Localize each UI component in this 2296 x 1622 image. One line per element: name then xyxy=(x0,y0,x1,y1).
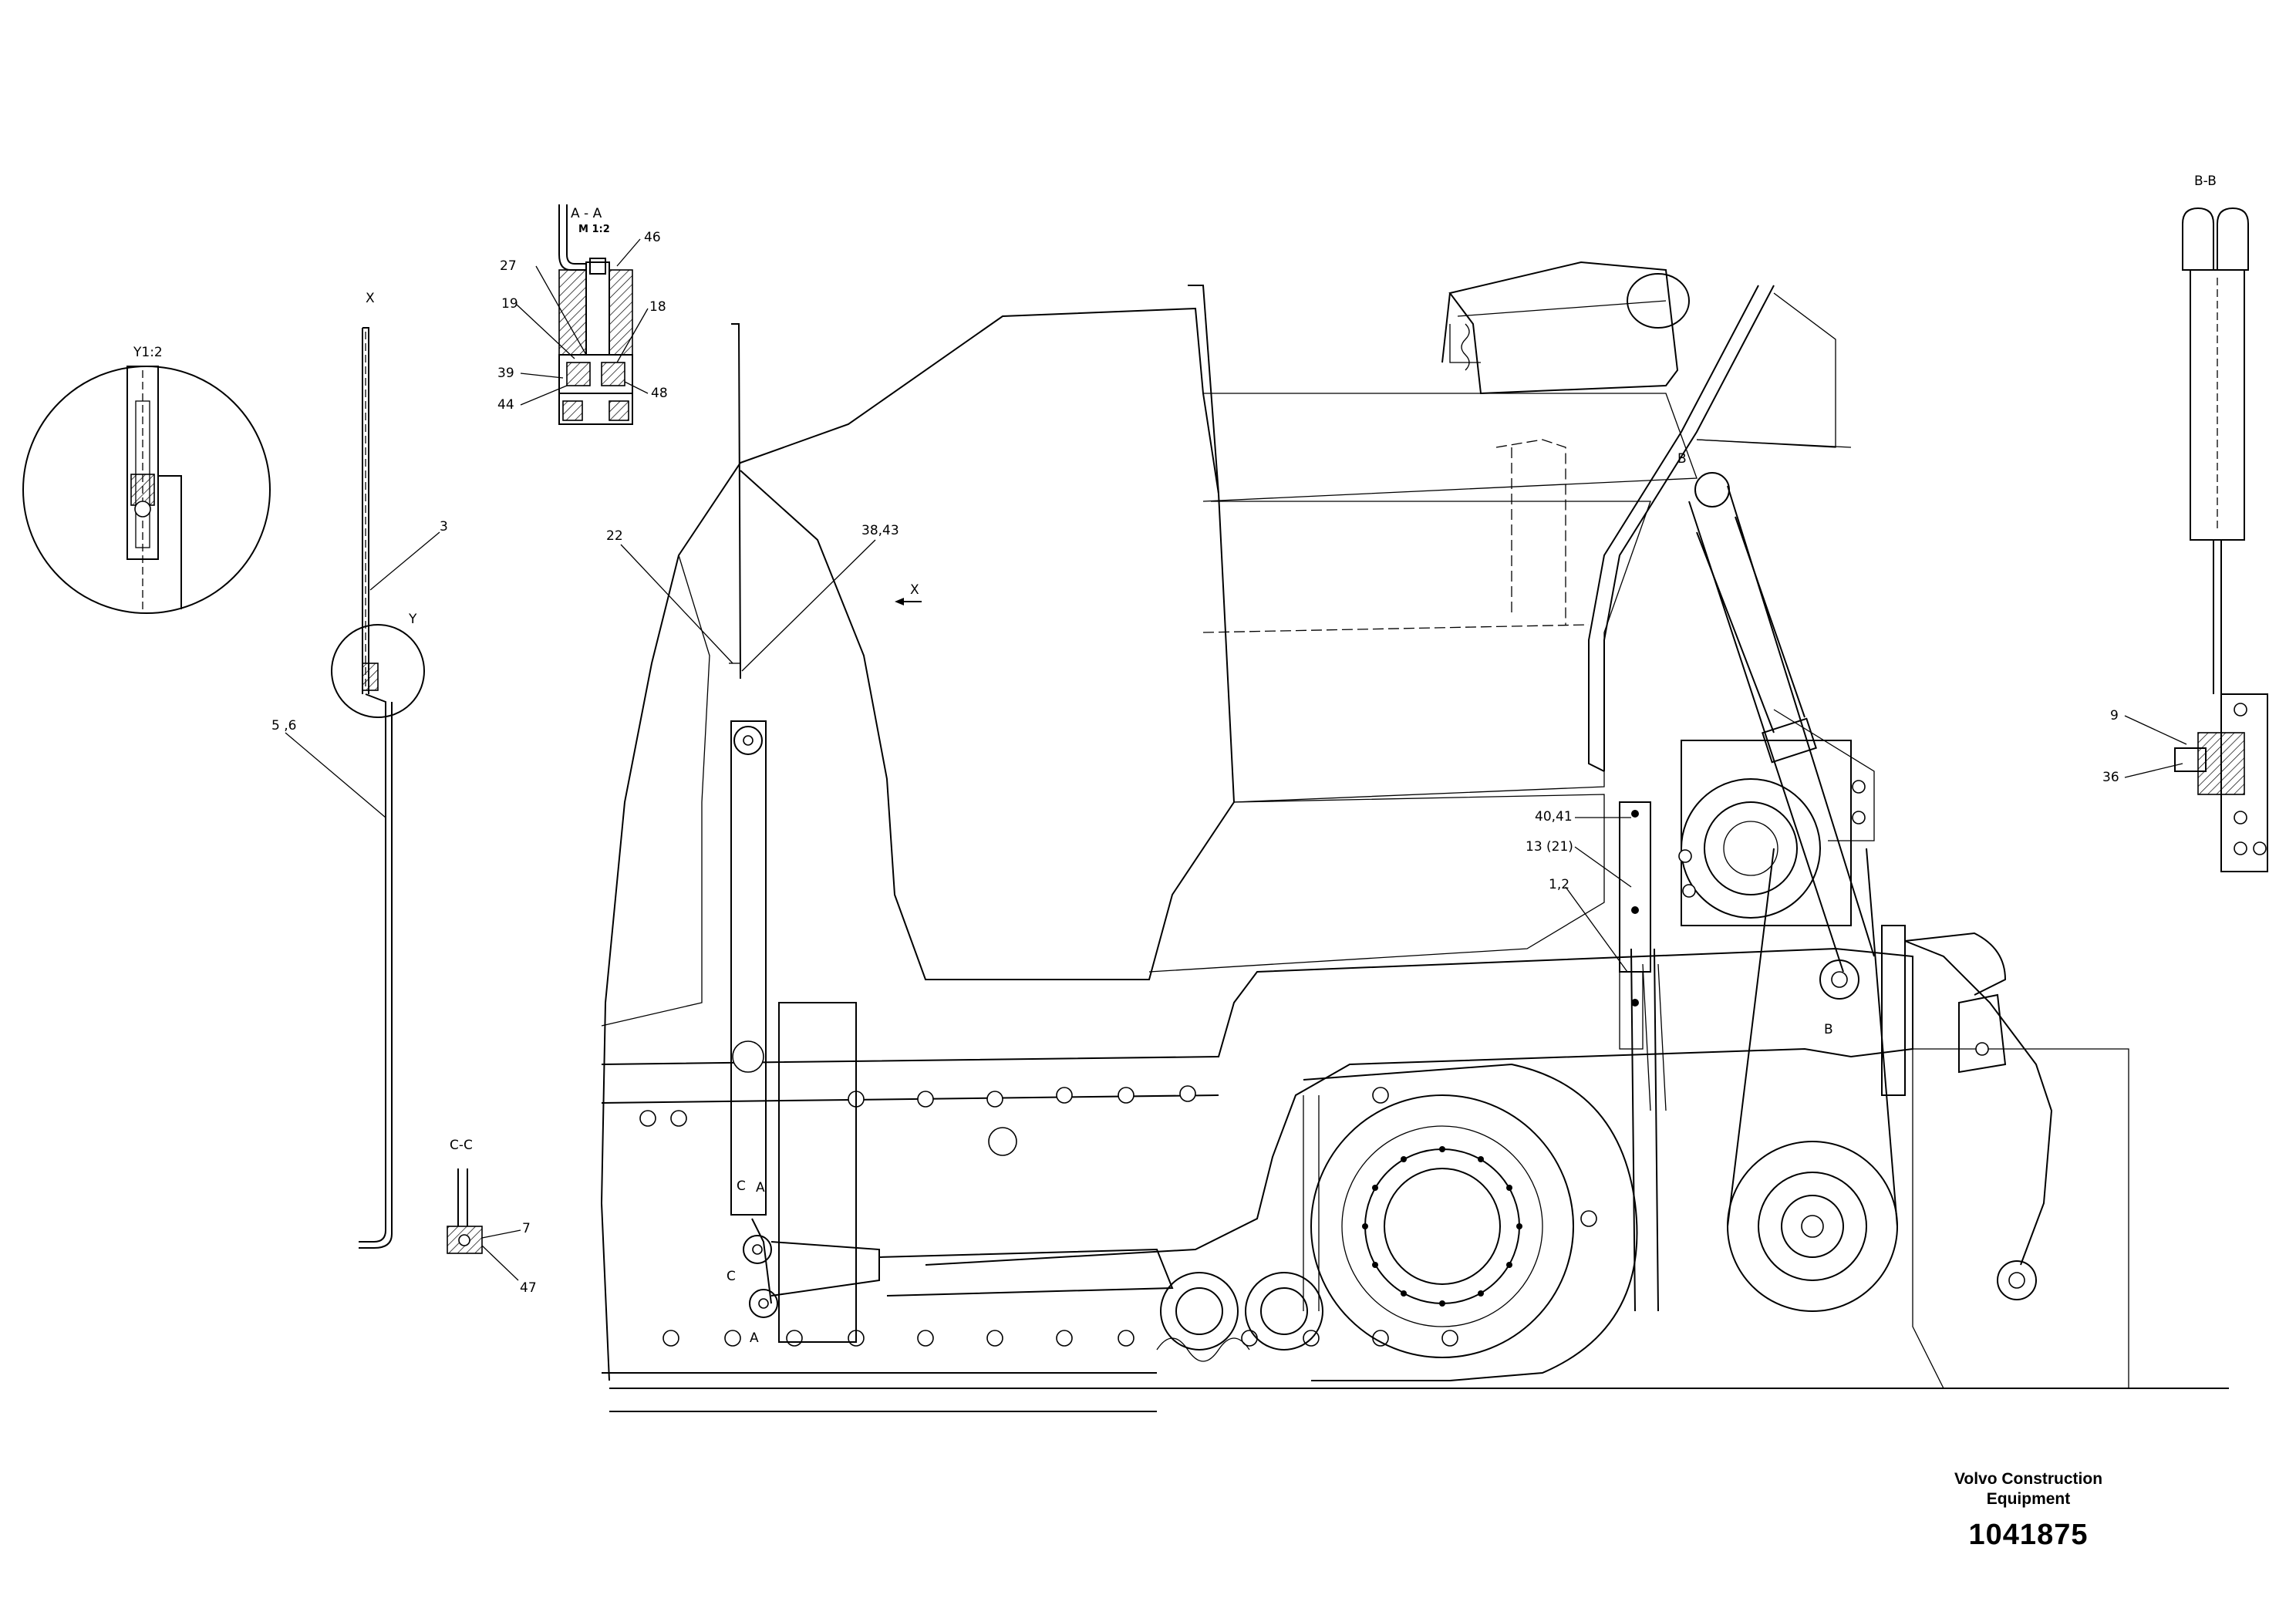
detail-y-title: Y1:2 xyxy=(133,345,163,360)
section-mark-b-top: B xyxy=(1677,451,1687,467)
rivet-row-lower xyxy=(663,1330,1458,1347)
callout-3: 3 xyxy=(440,519,448,534)
section-mark-a-bottom: A xyxy=(750,1330,759,1346)
callout-36: 36 xyxy=(2102,770,2119,785)
section-a-a: A - A M 1:2 xyxy=(558,204,633,425)
title-block: Volvo Construction Equipment 1041875 xyxy=(1913,1469,2144,1552)
callout-38-43: 38,43 xyxy=(861,523,899,538)
side-plate xyxy=(1619,801,1651,1050)
document-number: 1041875 xyxy=(1968,1519,2089,1551)
section-mark-a-top: A xyxy=(756,1180,765,1195)
callouts: 46 27 18 19 39 48 44 3 5 ,6 22 38,43 40,… xyxy=(271,230,2187,1296)
section-mark-c-bottom: C xyxy=(727,1269,736,1284)
callout-5-6: 5 ,6 xyxy=(271,718,296,733)
detail-y: Y1:2 Y xyxy=(22,345,425,718)
lift-cylinder xyxy=(1688,472,1875,1000)
operator-seat xyxy=(1441,261,1690,395)
section-b-b-title: B-B xyxy=(2194,174,2217,189)
callout-7: 7 xyxy=(522,1221,531,1236)
section-c-c: C-C xyxy=(447,1138,483,1254)
callout-44: 44 xyxy=(497,397,514,413)
callout-46: 46 xyxy=(644,230,661,245)
callout-47: 47 xyxy=(520,1280,537,1296)
section-mark-b-bottom: B xyxy=(1824,1022,1833,1037)
view-x-title: X xyxy=(366,291,375,306)
detail-y-marker: Y xyxy=(408,612,417,627)
section-a-a-title: A - A xyxy=(571,206,602,221)
company-name: Volvo Construction Equipment xyxy=(1913,1469,2144,1509)
view-arrow-x: X xyxy=(895,582,922,605)
rear-bracket xyxy=(1630,925,2053,1312)
callout-39: 39 xyxy=(497,366,514,381)
callout-18: 18 xyxy=(649,299,666,315)
callout-19: 19 xyxy=(501,296,518,312)
callout-9: 9 xyxy=(2110,708,2119,723)
callout-27: 27 xyxy=(500,258,517,274)
hydraulic-motor xyxy=(1678,740,1852,926)
company-line-1: Volvo Construction xyxy=(1954,1470,2103,1488)
section-c-c-title: C-C xyxy=(450,1138,473,1153)
callout-22: 22 xyxy=(606,528,623,544)
track-drive xyxy=(1156,1063,1638,1381)
section-b-b: B-B xyxy=(2174,174,2268,872)
callout-48: 48 xyxy=(651,386,668,401)
view-arrow-label: X xyxy=(910,582,919,598)
company-line-2: Equipment xyxy=(1986,1490,2071,1508)
callout-13-21: 13 (21) xyxy=(1526,839,1573,855)
machine-side-view: A A C C B B X xyxy=(600,261,2229,1412)
callout-40-41: 40,41 xyxy=(1535,809,1573,824)
rivet-row-upper xyxy=(639,1085,1196,1127)
view-x: X xyxy=(359,291,393,1249)
section-mark-c-top: C xyxy=(737,1179,746,1194)
hopper-outline xyxy=(600,307,1236,1381)
left-strut xyxy=(729,323,1174,1343)
section-a-a-scale: M 1:2 xyxy=(578,224,610,235)
callout-1-2: 1,2 xyxy=(1549,877,1569,892)
